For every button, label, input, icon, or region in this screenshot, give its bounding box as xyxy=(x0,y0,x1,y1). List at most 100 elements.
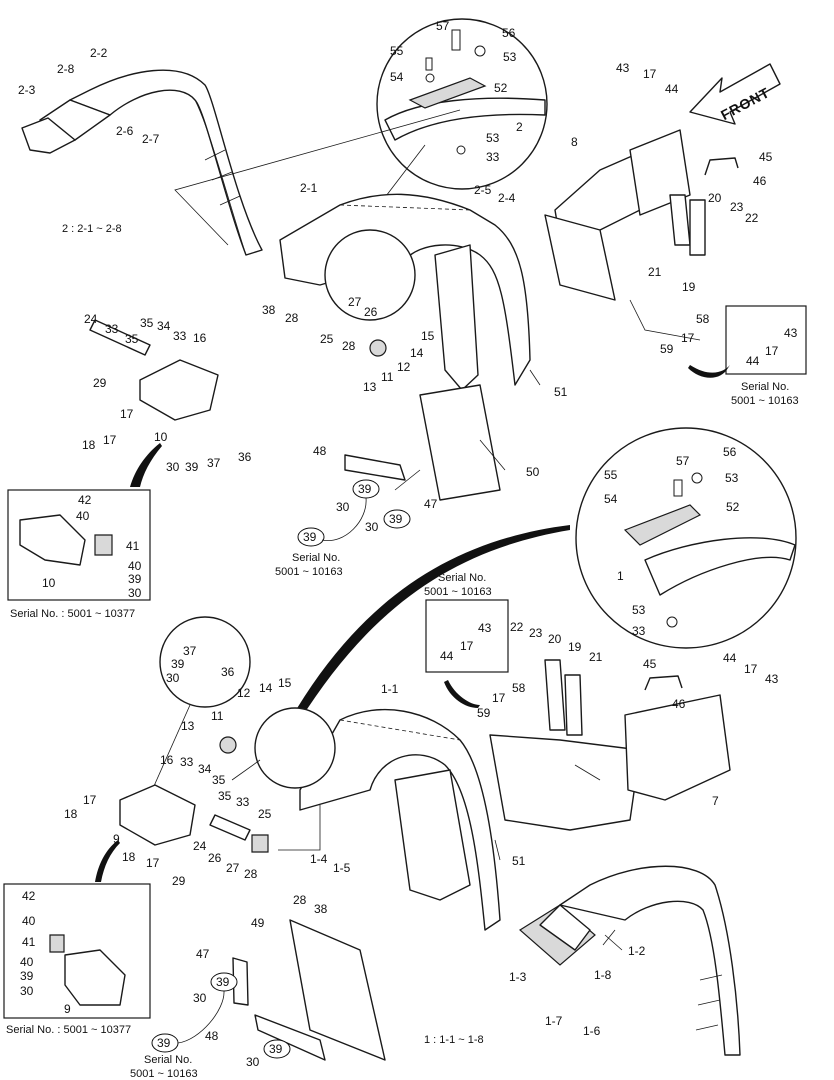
callout: 58 xyxy=(696,312,710,326)
callout: 53 xyxy=(486,131,500,145)
pulley-11 xyxy=(369,339,387,357)
serial-upper-right-1: Serial No. xyxy=(741,381,789,393)
callout: 39 xyxy=(389,512,403,526)
callout: 38 xyxy=(262,303,276,317)
callout: 2-3 xyxy=(18,83,36,97)
callout: 16 xyxy=(193,331,207,345)
serial-upper-right-2: 5001 ~ 10163 xyxy=(731,395,799,407)
serial-box-mid-right xyxy=(425,599,509,673)
callout: 28 xyxy=(342,339,356,353)
callout: 14 xyxy=(259,681,273,695)
callout: 1-6 xyxy=(583,1024,601,1038)
callout: 33 xyxy=(180,755,194,769)
callout: 43 xyxy=(765,672,779,686)
callout: 44 xyxy=(440,649,454,663)
callout: 52 xyxy=(726,500,740,514)
callout: 43 xyxy=(478,621,492,635)
bracket-8 xyxy=(544,129,691,301)
callout: 18 xyxy=(82,438,96,452)
callout: 11 xyxy=(211,709,224,723)
panel-49 xyxy=(289,919,386,1061)
callout: 1-7 xyxy=(545,1014,563,1028)
circled-39 xyxy=(263,1039,291,1059)
callout: 33 xyxy=(486,150,500,164)
callout: 2-8 xyxy=(57,62,75,76)
pulley-11-lower xyxy=(219,736,237,754)
latch-assembly-right xyxy=(623,472,796,628)
group-label-2: 2 : 2-1 ~ 2-8 xyxy=(62,223,122,235)
callout: 54 xyxy=(604,492,618,506)
handle-45 xyxy=(704,157,739,176)
serial-mid-right-1: Serial No. xyxy=(438,572,486,584)
zoom-detail-lower xyxy=(159,616,251,708)
serial-upper-center-2: 5001 ~ 10163 xyxy=(275,566,343,578)
callout: 42 xyxy=(78,493,92,507)
callout: 39 xyxy=(216,975,230,989)
callout: 28 xyxy=(285,311,299,325)
inset-box-lower-left xyxy=(3,883,151,1019)
callout: 24 xyxy=(193,839,207,853)
callout: 35 xyxy=(212,773,226,787)
callout: 44 xyxy=(723,651,737,665)
callout: 56 xyxy=(723,445,737,459)
callout: 41 xyxy=(126,539,140,553)
serial-upper-left-inset: Serial No. : 5001 ~ 10377 xyxy=(10,608,135,620)
plates-19-21 xyxy=(669,194,706,256)
callout: 17 xyxy=(146,856,160,870)
callout: 23 xyxy=(529,626,543,640)
callout: 51 xyxy=(512,854,526,868)
callout: 1-5 xyxy=(333,861,351,875)
serial-lower-left-inset: Serial No. : 5001 ~ 10377 xyxy=(6,1024,131,1036)
callout: 15 xyxy=(421,329,435,343)
callout: 30 xyxy=(166,671,180,685)
callout: 2 xyxy=(516,120,523,134)
callout: 44 xyxy=(665,82,679,96)
callout: 33 xyxy=(105,322,119,336)
fender-2-2 xyxy=(21,69,263,256)
inset-bracket-9 xyxy=(64,949,126,1006)
callout: 16 xyxy=(160,753,174,767)
callout: 17 xyxy=(765,344,779,358)
callout: 17 xyxy=(460,639,474,653)
callout: 30 xyxy=(128,586,142,600)
callout: 24 xyxy=(84,312,98,326)
callout: 48 xyxy=(205,1029,219,1043)
bracket-48-lower xyxy=(254,1014,326,1061)
callout: 20 xyxy=(548,632,562,646)
callout: 21 xyxy=(648,265,662,279)
text-labels: 2 : 2-1 ~ 2-8 1 : 1-1 ~ 1-8 Serial No. 5… xyxy=(6,19,799,1080)
callout: 13 xyxy=(363,380,377,394)
circled-39 xyxy=(383,509,411,529)
callout: 39 xyxy=(157,1036,171,1050)
callout: 48 xyxy=(313,444,327,458)
callout: 33 xyxy=(236,795,250,809)
callout: 53 xyxy=(725,471,739,485)
callout: 37 xyxy=(183,644,197,658)
zoom-detail-2-1 xyxy=(324,229,416,321)
callout: 47 xyxy=(424,497,438,511)
callout: 22 xyxy=(745,211,759,225)
callout: 2-4 xyxy=(498,191,516,205)
callout: 19 xyxy=(682,280,696,294)
fender-1-1 xyxy=(299,708,501,931)
callout: 38 xyxy=(314,902,328,916)
callout: 49 xyxy=(251,916,265,930)
callout: 39 xyxy=(171,657,185,671)
callout: 34 xyxy=(157,319,171,333)
callout: 33 xyxy=(632,624,646,638)
callout: 54 xyxy=(390,70,404,84)
serial-lower-left-1: Serial No. xyxy=(144,1054,192,1066)
callout: 17 xyxy=(492,691,506,705)
callout: 36 xyxy=(221,665,235,679)
callout: 26 xyxy=(208,851,222,865)
plates-19-21-lower xyxy=(544,659,583,736)
callout: 1 xyxy=(617,569,624,583)
zoom-detail-1-1 xyxy=(254,707,336,789)
serial-mid-right-2: 5001 ~ 10163 xyxy=(424,586,492,598)
callout: 39 xyxy=(358,482,372,496)
callout: 9 xyxy=(64,1002,71,1016)
callout: 26 xyxy=(364,305,378,319)
callout: 53 xyxy=(632,603,646,617)
bracket-48 xyxy=(344,454,406,481)
callout: 34 xyxy=(198,762,212,776)
